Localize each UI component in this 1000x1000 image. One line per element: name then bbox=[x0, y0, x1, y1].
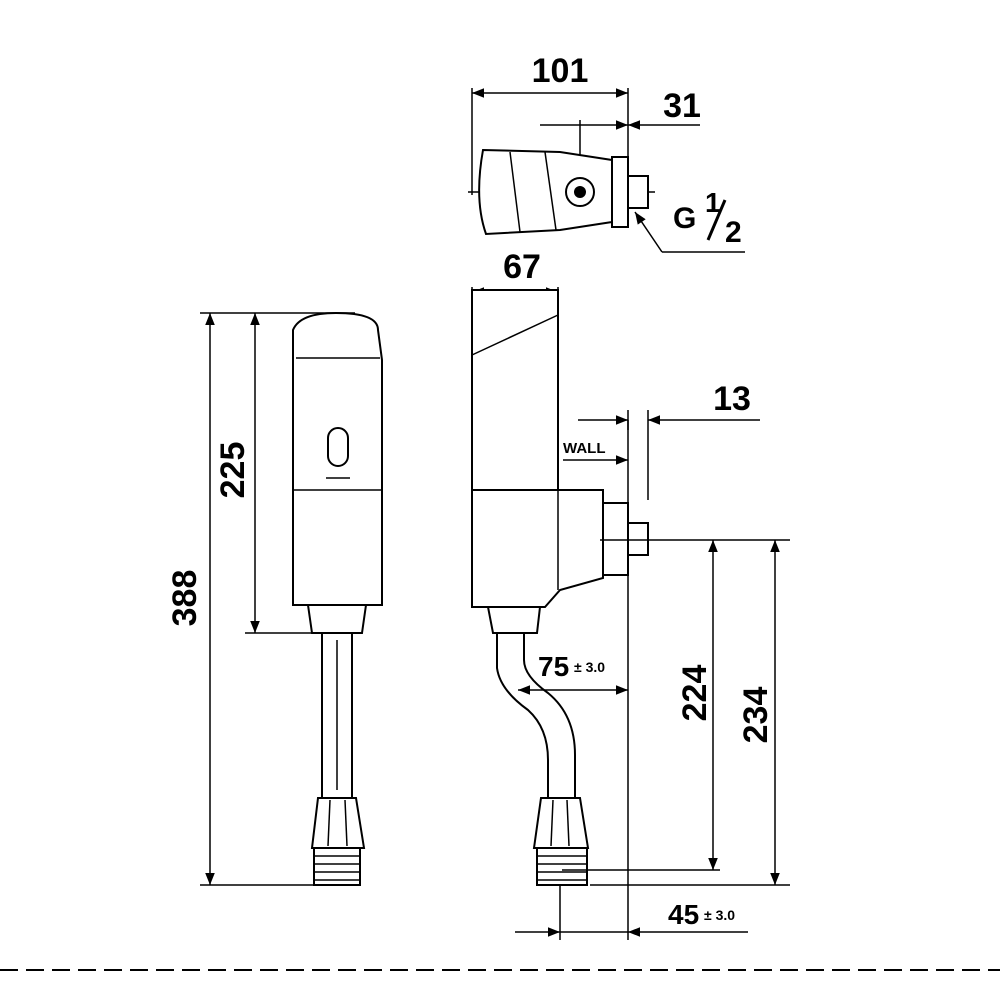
side-neck bbox=[486, 606, 542, 634]
dim-31-label: 31 bbox=[663, 87, 701, 125]
side-flange bbox=[602, 502, 629, 576]
side-upper-body bbox=[471, 289, 559, 491]
dim-75-tol: ± 3.0 bbox=[574, 659, 605, 675]
dim-67-label: 67 bbox=[503, 248, 541, 286]
thread-denominator: 2 bbox=[725, 216, 742, 249]
front-nut bbox=[310, 797, 366, 849]
dim-45-label: 45 bbox=[668, 899, 699, 930]
side-nut bbox=[532, 797, 590, 849]
front-thread bbox=[313, 847, 361, 886]
dim-13-label: 13 bbox=[713, 380, 751, 418]
dim-225-label: 225 bbox=[214, 442, 252, 499]
side-lower-body bbox=[471, 489, 604, 608]
dim-101-label: 101 bbox=[532, 52, 589, 90]
wall-label: WALL bbox=[563, 440, 606, 457]
top-view: 101 31 G 1 2 bbox=[468, 52, 745, 253]
top-view-connector bbox=[627, 175, 649, 209]
thread-numerator: 1 bbox=[705, 187, 721, 218]
side-thread bbox=[536, 847, 588, 886]
side-connector bbox=[627, 522, 649, 556]
side-bent-pipe bbox=[496, 632, 576, 799]
front-view: 388 225 bbox=[166, 311, 383, 886]
side-view: 67 13 WALL 75 ± 3.0 bbox=[471, 248, 790, 940]
dim-388-label: 388 bbox=[166, 570, 204, 627]
dim-75-label: 75 bbox=[538, 651, 569, 682]
front-sensor-window bbox=[327, 427, 349, 467]
thread-g-label: G bbox=[673, 202, 696, 235]
sensor-dot bbox=[574, 186, 586, 198]
dim-234-label: 234 bbox=[737, 687, 775, 744]
dim-224-label: 224 bbox=[676, 665, 714, 722]
front-neck bbox=[306, 604, 368, 634]
dim-45-tol: ± 3.0 bbox=[704, 907, 735, 923]
top-view-flange bbox=[611, 156, 629, 228]
